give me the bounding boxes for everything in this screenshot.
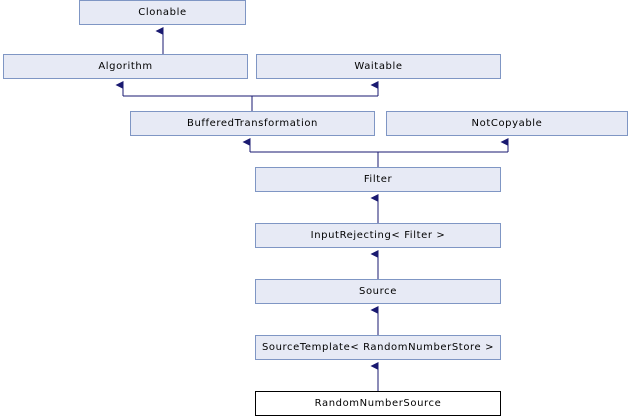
class-node-source-template[interactable]: SourceTemplate< RandomNumberStore >: [255, 335, 501, 360]
class-node-label: Clonable: [138, 6, 187, 18]
class-node-label: Source: [359, 285, 397, 297]
class-node-clonable[interactable]: Clonable: [79, 0, 246, 25]
class-node-label: RandomNumberSource: [314, 397, 442, 409]
class-node-buffered-transformation[interactable]: BufferedTransformation: [130, 111, 375, 136]
class-node-filter[interactable]: Filter: [255, 167, 501, 192]
class-node-label: SourceTemplate< RandomNumberStore >: [261, 341, 495, 353]
edge-bufferedtransformation-to-parents: [115, 81, 379, 111]
class-node-source[interactable]: Source: [255, 279, 501, 304]
class-node-random-number-source[interactable]: RandomNumberSource: [255, 391, 501, 416]
class-node-label: InputRejecting< Filter >: [310, 229, 446, 241]
class-node-label: Algorithm: [98, 60, 153, 72]
class-node-waitable[interactable]: Waitable: [256, 54, 501, 79]
class-node-label: NotCopyable: [471, 117, 543, 129]
class-node-input-rejecting-filter[interactable]: InputRejecting< Filter >: [255, 223, 501, 248]
class-node-label: BufferedTransformation: [186, 117, 318, 129]
class-node-label: Waitable: [354, 60, 403, 72]
class-node-algorithm[interactable]: Algorithm: [3, 54, 248, 79]
class-node-label: Filter: [363, 173, 393, 185]
edge-filter-to-parents: [242, 138, 509, 167]
class-node-not-copyable[interactable]: NotCopyable: [386, 111, 628, 136]
